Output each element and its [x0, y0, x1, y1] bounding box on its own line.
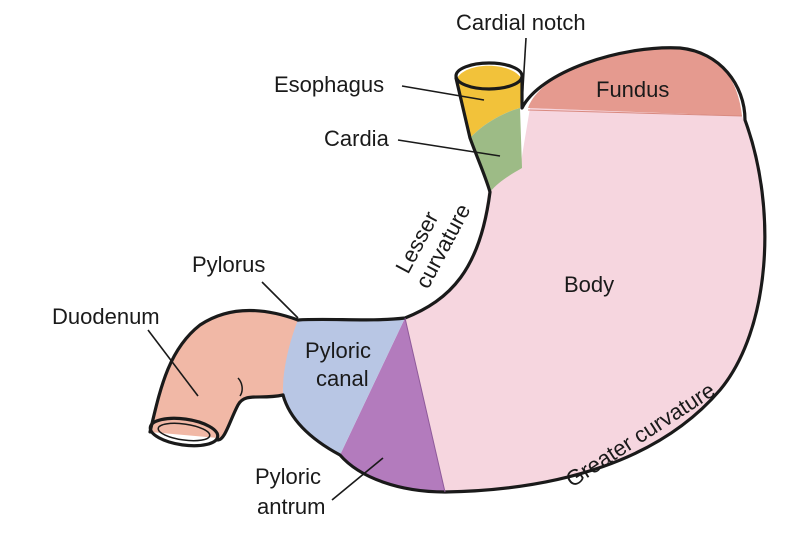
stomach-outline: [296, 76, 492, 322]
label-pyloric-canal-1: Pyloric: [305, 338, 371, 363]
leader-esophagus: [401, 85, 485, 101]
duodenum-outline: [148, 308, 300, 434]
label-body: Body: [564, 272, 614, 297]
label-pyloric-antrum-2: antrum: [257, 494, 325, 519]
duodenum-lower-outline: [216, 393, 285, 442]
divider-fundus-body: [527, 109, 743, 117]
pyloric-antrum-region: [340, 318, 445, 492]
pyloric-canal-region: [282, 318, 405, 455]
body-region: [405, 108, 765, 492]
duodenum-region: [150, 310, 298, 439]
esophagus-region: [456, 65, 522, 138]
label-fundus: Fundus: [596, 77, 669, 102]
leader-pylorus: [261, 281, 299, 319]
duodenum-lumen: [157, 422, 211, 442]
label-pylorus: Pylorus: [192, 252, 265, 277]
divider-antrum-body: [404, 317, 446, 493]
label-esophagus: Esophagus: [274, 72, 384, 97]
label-pyloric-canal-2: canal: [316, 366, 369, 391]
fundus-region: [528, 47, 742, 116]
esophagus-opening: [454, 61, 524, 91]
label-cardial-notch: Cardial notch: [456, 10, 586, 35]
leader-duodenum: [147, 329, 199, 397]
leader-cardial-notch: [521, 37, 527, 105]
leader-pyloric-antrum: [331, 457, 384, 501]
duodenum-fold: [237, 377, 243, 397]
duodenum-opening: [148, 416, 220, 448]
label-duodenum: Duodenum: [52, 304, 160, 329]
label-cardia: Cardia: [324, 126, 390, 151]
greater-curvature-outline: [281, 46, 767, 494]
leader-cardia: [397, 139, 501, 157]
label-pyloric-antrum-1: Pyloric: [255, 464, 321, 489]
